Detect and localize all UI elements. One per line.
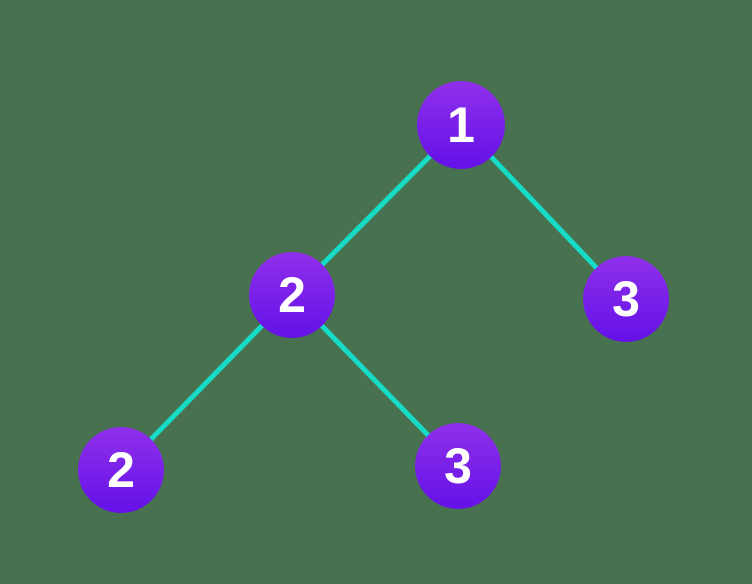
- tree-node-left: 2: [249, 252, 335, 338]
- tree-node-left-left: 2: [78, 427, 164, 513]
- tree-node-right: 3: [583, 256, 669, 342]
- node-label: 1: [447, 97, 475, 153]
- node-label: 3: [444, 438, 472, 494]
- tree-node-root: 1: [417, 81, 505, 169]
- node-label: 3: [612, 271, 640, 327]
- node-label: 2: [278, 267, 306, 323]
- node-label: 2: [107, 442, 135, 498]
- tree-node-left-right: 3: [415, 423, 501, 509]
